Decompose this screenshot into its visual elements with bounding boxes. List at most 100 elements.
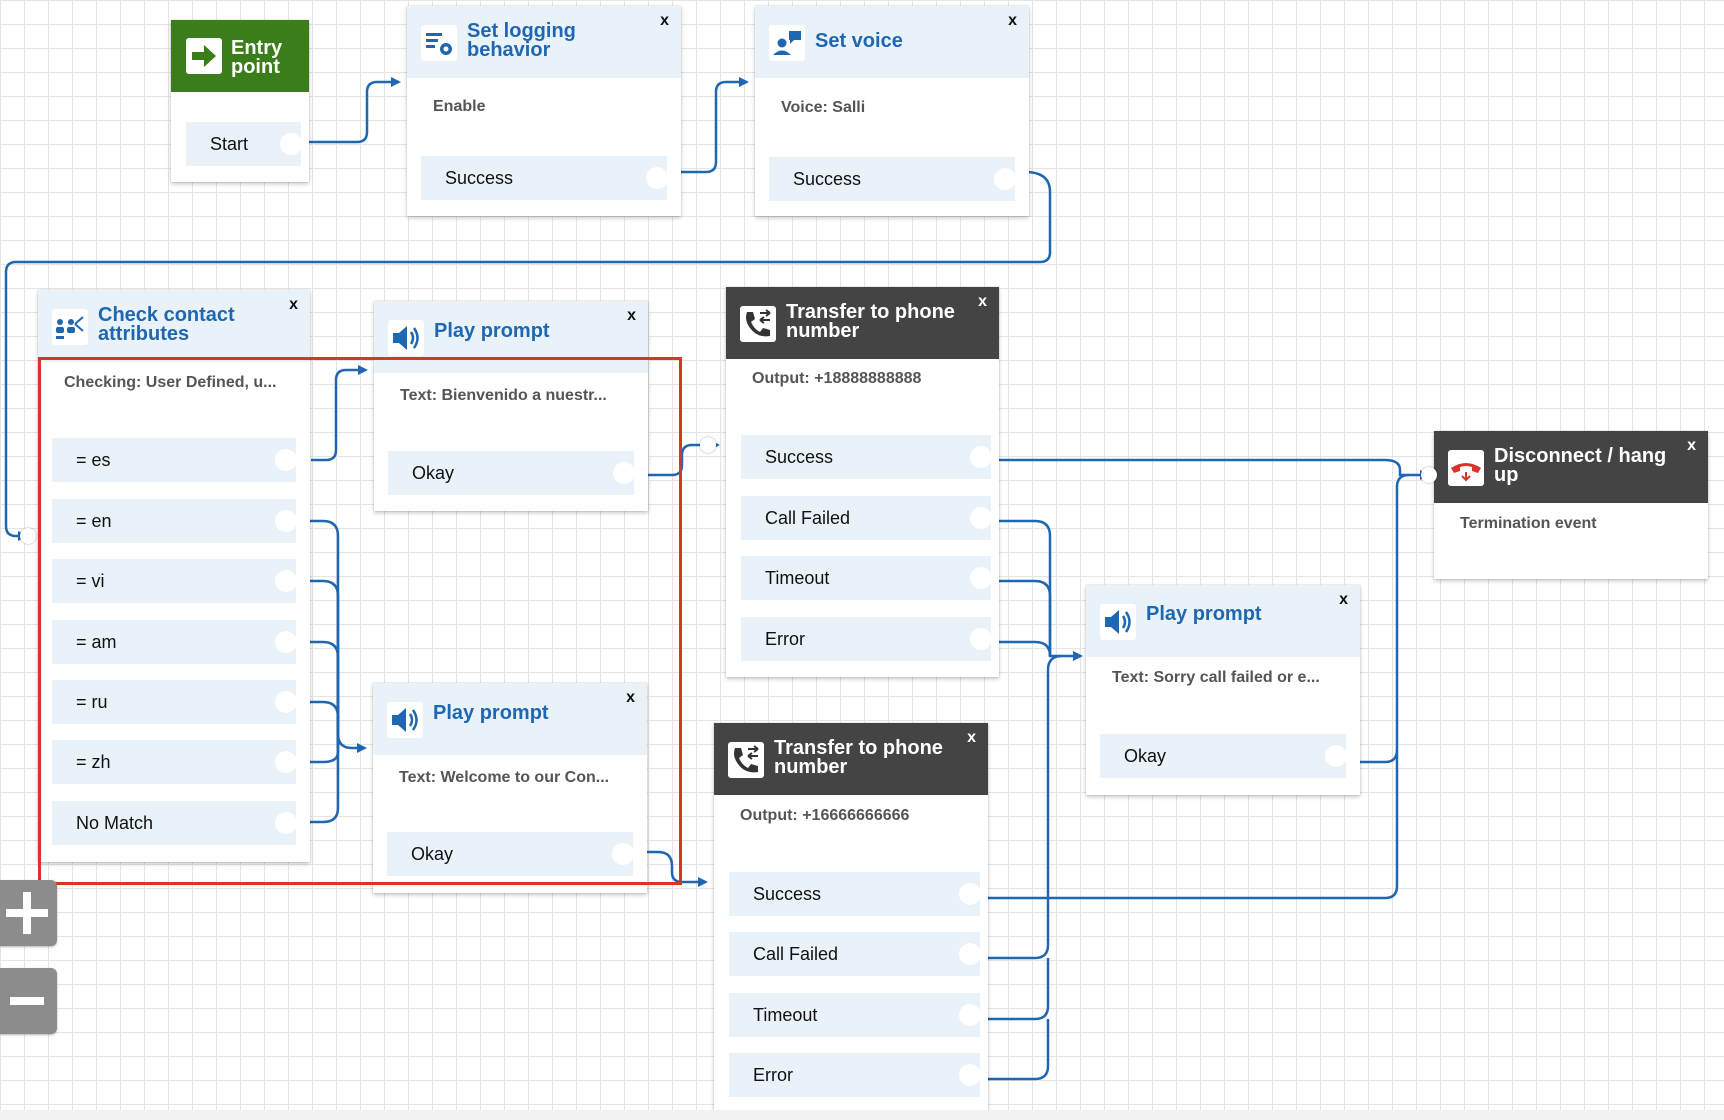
branch-zh[interactable]: = zh [52,740,297,784]
output-port[interactable] [959,943,981,965]
wire-t2-timeout-to-sorry [982,958,1050,1021]
close-icon[interactable]: x [660,12,669,29]
disconnect-block[interactable]: Disconnect / hang up x Termination event [1434,431,1708,579]
voice-person-icon [769,25,805,61]
wire-t1-callfailed-to-sorry [993,519,1083,661]
close-icon[interactable]: x [978,293,987,310]
close-icon[interactable]: x [1687,437,1696,454]
transfer-phone-1-block[interactable]: Transfer to phone number x Output: +1888… [726,287,999,677]
zoom-out-button[interactable] [0,968,57,1034]
branch-success[interactable]: Success [421,156,668,200]
disconnect-title: Disconnect / hang up [1494,445,1667,486]
branch-ru[interactable]: = ru [52,680,297,724]
branch-timeout[interactable]: Timeout [741,556,992,600]
output-port[interactable] [275,691,297,713]
input-port[interactable] [1421,467,1437,483]
output-port[interactable] [275,510,297,532]
play-prompt-desc: Text: Welcome to our Con... [399,769,610,786]
logging-gear-icon [421,25,457,61]
set-voice-title: Set voice [815,30,903,52]
branch-label: Error [753,1065,793,1085]
play-prompt-es-block[interactable]: Play prompt x Text: Bienvenido a nuestr.… [374,301,648,511]
check-attributes-desc: Checking: User Defined, u... [64,374,277,391]
input-port[interactable] [20,528,36,544]
close-icon[interactable]: x [967,729,976,746]
disconnect-desc: Termination event [1460,515,1597,532]
output-port[interactable] [646,167,668,189]
close-icon[interactable]: x [626,689,635,706]
branch-call-failed[interactable]: Call Failed [729,932,981,976]
branch-es[interactable]: = es [52,438,297,482]
hangup-phone-icon [1448,450,1484,486]
canvas-bottom-edge [0,1110,1724,1120]
output-port[interactable] [275,812,297,834]
branch-call-failed[interactable]: Call Failed [741,496,992,540]
branch-start[interactable]: Start [186,122,302,166]
output-port[interactable] [1325,745,1347,767]
output-port[interactable] [970,628,992,650]
output-port[interactable] [275,570,297,592]
output-port[interactable] [613,462,635,484]
output-port[interactable] [275,631,297,653]
phone-transfer-icon [728,742,764,778]
close-icon[interactable]: x [1339,591,1348,608]
set-voice-block[interactable]: Set voice x Voice: Salli Success [755,6,1029,216]
set-logging-header: Set logging behavior x [407,6,681,78]
output-port[interactable] [970,567,992,589]
branch-okay[interactable]: Okay [387,832,634,876]
close-icon[interactable]: x [1008,12,1017,29]
check-attributes-title: Check contact attributes [98,304,235,345]
transfer-phone-desc: Output: +18888888888 [752,370,922,387]
output-port[interactable] [612,843,634,865]
branch-okay[interactable]: Okay [1100,734,1347,778]
entry-point-block[interactable]: Entry point Start [171,20,309,182]
play-prompt-en-block[interactable]: Play prompt x Text: Welcome to our Con..… [373,683,647,893]
branch-label: Call Failed [753,944,839,964]
check-attributes-block[interactable]: Check contact attributes x Checking: Use… [38,290,310,862]
output-port[interactable] [959,883,981,905]
branch-en[interactable]: = en [52,499,297,543]
wire-t1-error-to-sorry [993,640,1052,657]
branch-error[interactable]: Error [729,1053,981,1097]
play-prompt-title: Play prompt [433,702,549,724]
transfer-phone-2-block[interactable]: Transfer to phone number x Output: +1666… [714,723,988,1113]
branch-success[interactable]: Success [769,157,1016,201]
branch-vi[interactable]: = vi [52,559,297,603]
output-port[interactable] [275,449,297,471]
wire-es-to-play-es [311,365,368,462]
branch-label: Error [765,629,805,649]
branch-am[interactable]: = am [52,620,297,664]
branch-label: = en [76,511,112,531]
output-port[interactable] [959,1004,981,1026]
zoom-in-button[interactable] [0,880,57,946]
branch-success[interactable]: Success [729,872,981,916]
branch-label: Success [765,447,834,467]
input-port[interactable] [700,437,716,453]
close-icon[interactable]: x [627,307,636,324]
output-port[interactable] [994,168,1016,190]
branch-no-match[interactable]: No Match [52,801,297,845]
branch-label: = es [76,450,111,470]
branch-okay[interactable]: Okay [388,451,635,495]
wire-en-to-play-en [304,519,367,753]
branch-error[interactable]: Error [741,617,992,661]
output-port[interactable] [959,1064,981,1086]
branch-label: Success [753,884,822,904]
play-prompt-header: Play prompt x [1086,585,1360,657]
branch-timeout[interactable]: Timeout [729,993,981,1037]
set-logging-block[interactable]: Set logging behavior x Enable Success [407,6,681,216]
output-port[interactable] [970,446,992,468]
set-logging-title: Set logging behavior [467,20,576,61]
output-port[interactable] [280,133,302,155]
close-icon[interactable]: x [289,296,298,313]
branch-success-label: Success [445,168,514,188]
play-prompt-sorry-block[interactable]: Play prompt x Text: Sorry call failed or… [1086,585,1360,795]
branch-label: No Match [76,813,154,833]
output-port[interactable] [275,751,297,773]
branch-okay-label: Okay [412,463,455,483]
play-prompt-header: Play prompt x [373,683,647,755]
output-port[interactable] [970,507,992,529]
branch-success[interactable]: Success [741,435,992,479]
wire-start-to-logging [305,77,401,144]
